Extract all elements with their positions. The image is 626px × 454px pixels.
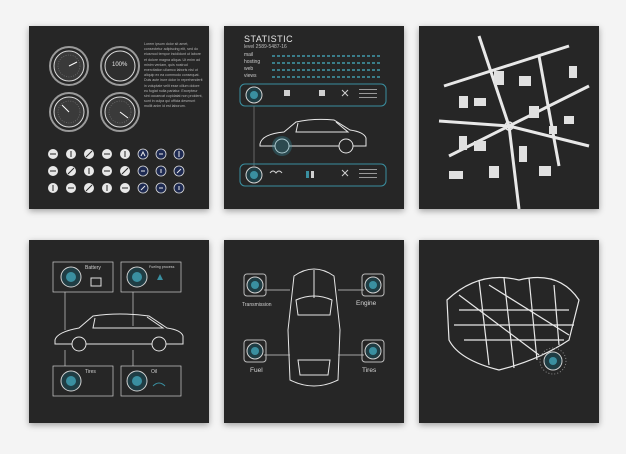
stat-bar bbox=[272, 69, 382, 71]
fueling-label: Fueling process bbox=[149, 265, 175, 269]
info-bar-bottom bbox=[239, 163, 387, 187]
street-map-panel bbox=[419, 240, 599, 423]
percent-gauge bbox=[100, 46, 140, 86]
statistic-panel: STATISTIC level 2589-5487-16 mail hostin… bbox=[224, 26, 404, 209]
compass-dial bbox=[539, 347, 567, 375]
car-components-graphic bbox=[243, 268, 385, 387]
car-side-outline bbox=[259, 118, 367, 154]
street-map-graphic bbox=[446, 276, 580, 375]
car-status-graphic bbox=[52, 261, 184, 397]
stat-bar bbox=[272, 62, 382, 64]
fuel-label: Fuel bbox=[250, 367, 263, 374]
tachometer-gauge bbox=[49, 92, 89, 132]
module-dials bbox=[60, 266, 148, 392]
transmission-label: Transmission bbox=[242, 302, 272, 308]
gauge-percent-label: 100% bbox=[112, 62, 128, 68]
statistic-title: STATISTIC bbox=[244, 34, 294, 44]
car-status-panel: Battery Fueling process Tires Oil bbox=[29, 240, 209, 423]
stat-row-label: hosting bbox=[244, 59, 261, 65]
stat-bar bbox=[272, 76, 382, 78]
speedometer-gauge bbox=[49, 46, 89, 86]
car-components-panel: Transmission Engine Fuel Tires bbox=[224, 240, 404, 423]
car-side-outline bbox=[54, 313, 184, 352]
stat-row-label: views bbox=[244, 73, 257, 79]
fuel-gauge bbox=[100, 92, 140, 132]
gauges-graphic bbox=[48, 46, 185, 194]
city-map-graphic bbox=[438, 35, 590, 209]
city-map-panel bbox=[419, 26, 599, 209]
car-top-outline bbox=[287, 268, 341, 387]
description-text: Lorem ipsum dolor sit amet, consectetur … bbox=[144, 42, 203, 109]
statistic-level: level 2589-5487-16 bbox=[244, 44, 287, 50]
stat-row-label: mail bbox=[244, 52, 254, 58]
dashboard-panel: 100% Lorem ipsum dolor sit amet, consect… bbox=[29, 26, 209, 209]
component-dials bbox=[243, 273, 385, 363]
tires-label: Tires bbox=[362, 367, 377, 374]
tires-label: Tires bbox=[85, 369, 96, 375]
engine-label: Engine bbox=[356, 300, 377, 307]
battery-label: Battery bbox=[85, 265, 101, 271]
stat-bar bbox=[272, 55, 382, 57]
info-bar-top bbox=[239, 83, 387, 107]
stat-row-label: web bbox=[244, 66, 254, 72]
oil-label: Oil bbox=[151, 369, 158, 375]
car-diagnostic-graphic bbox=[239, 83, 387, 187]
